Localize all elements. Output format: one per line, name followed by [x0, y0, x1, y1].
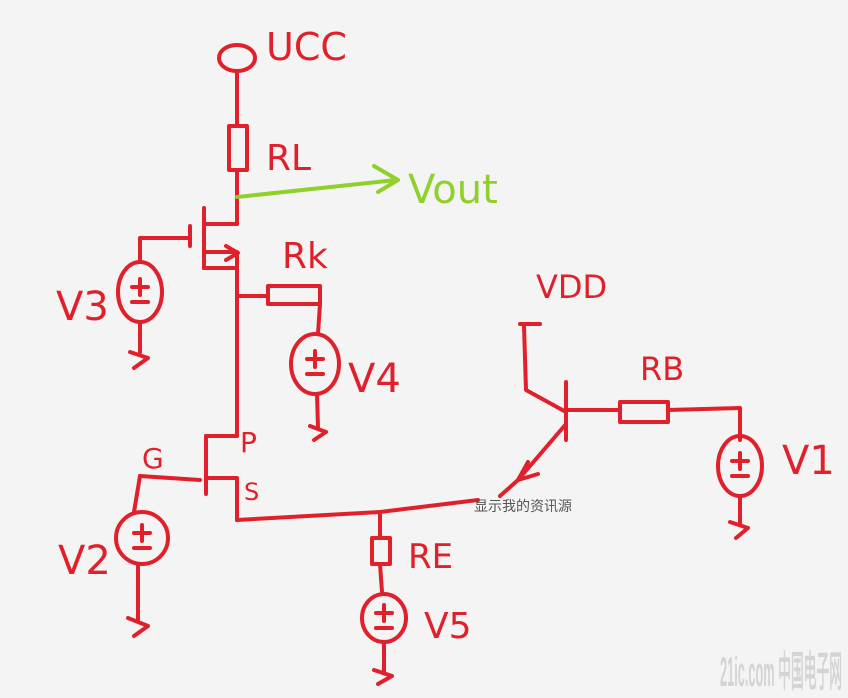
watermark-caption: 显示我的资讯源	[474, 499, 572, 515]
re-resistor	[370, 536, 392, 566]
s-label: S	[244, 478, 259, 506]
bjt-transistor: VDD	[516, 268, 622, 482]
wire-gate-v3	[138, 236, 192, 264]
re-label: RE	[408, 537, 453, 577]
v2-source: V2	[58, 474, 170, 638]
v4-label: V4	[348, 356, 401, 402]
v5-source: V5	[360, 592, 472, 686]
v3-label: V3	[56, 284, 109, 330]
v3-source: V3	[56, 260, 164, 370]
watermark-logo: 21ic.com 中国电子网	[720, 648, 842, 695]
wire-re-v5	[378, 562, 384, 594]
g-label: G	[142, 442, 164, 475]
p-label: P	[240, 426, 257, 459]
rk-label: Rk	[282, 236, 328, 277]
v2-label: V2	[58, 538, 111, 584]
ucc-label: UCC	[266, 25, 347, 69]
rl-label: RL	[266, 138, 311, 179]
v1-source: V1	[716, 434, 835, 540]
rb-label: RB	[640, 350, 684, 388]
rk-resistor	[266, 284, 322, 306]
v1-label: V1	[782, 438, 835, 484]
wire-common-node	[235, 498, 480, 522]
v4-source: V4	[289, 332, 401, 442]
wire-rk-v4	[316, 302, 322, 336]
upper-mosfet	[188, 206, 240, 270]
rb-resistor	[618, 400, 670, 424]
watermark-logo-text: 21ic.com 中国电子网	[720, 648, 842, 695]
ucc-terminal: UCC	[217, 25, 347, 73]
rl-resistor	[227, 124, 249, 172]
wire-rb-v1	[666, 406, 742, 442]
lower-mosfet: G P S	[138, 426, 259, 522]
vout-label: Vout	[408, 167, 498, 213]
v5-label: V5	[424, 606, 472, 647]
vout-arrow: Vout	[235, 164, 498, 213]
wire-emitter	[498, 478, 520, 498]
vdd-label: VDD	[536, 268, 607, 306]
